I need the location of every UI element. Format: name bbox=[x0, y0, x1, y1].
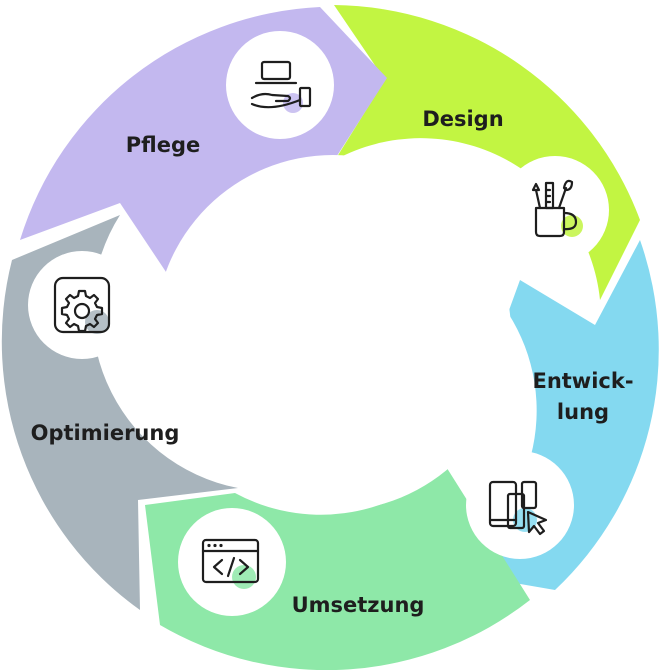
badge-dot-umsetzung bbox=[232, 565, 256, 589]
label-umsetzung: Umsetzung bbox=[292, 593, 425, 617]
label-pflege: Pflege bbox=[126, 133, 200, 157]
gear-icon bbox=[53, 276, 111, 334]
badge-umsetzung bbox=[178, 508, 286, 616]
label-optimierung: Optimierung bbox=[31, 421, 180, 445]
segment-entwicklung bbox=[440, 240, 659, 590]
label-design: Design bbox=[422, 107, 503, 131]
segment-design bbox=[334, 5, 640, 300]
label-entwicklung-line1: Entwick- bbox=[532, 369, 633, 393]
art-supplies-cup-icon bbox=[531, 179, 578, 238]
devices-cursor-icon bbox=[488, 480, 548, 536]
badge-entwicklung bbox=[466, 451, 574, 559]
badge-design bbox=[501, 156, 609, 264]
label-entwicklung-line2: lung bbox=[557, 400, 609, 424]
badge-optimierung bbox=[28, 251, 136, 359]
code-window-icon bbox=[201, 538, 260, 584]
laptop-on-hand-icon bbox=[250, 60, 312, 109]
center-circle bbox=[155, 155, 511, 511]
badge-dot-design bbox=[561, 215, 583, 237]
badge-pflege bbox=[226, 31, 334, 139]
